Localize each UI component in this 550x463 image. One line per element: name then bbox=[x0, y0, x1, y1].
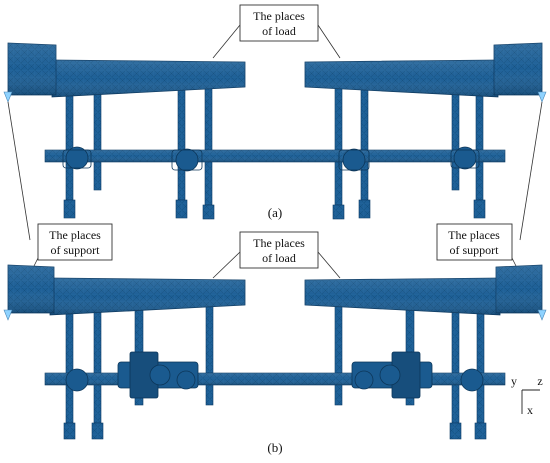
axis-z-label: z bbox=[537, 374, 542, 388]
panel-b-right-beam bbox=[304, 264, 543, 316]
joint bbox=[65, 146, 89, 170]
panel-a-load-label-line1: The places bbox=[253, 9, 305, 23]
panel-a-right-beam bbox=[304, 42, 543, 98]
panel-b-support-callout-right: The places of support bbox=[436, 223, 513, 261]
panel-a-load-label-line2: of load bbox=[262, 24, 296, 38]
joint bbox=[453, 146, 477, 170]
panel-a-load-callout: The places of load bbox=[212, 4, 341, 59]
panel-b-posts bbox=[63, 289, 487, 440]
panel-b-support-markers bbox=[3, 309, 547, 321]
axis-x-label: x bbox=[527, 403, 533, 417]
axis-y-label: y bbox=[511, 374, 517, 388]
support-marker bbox=[3, 309, 13, 321]
support-marker bbox=[537, 91, 547, 103]
panel-a-joints bbox=[62, 146, 480, 172]
joint bbox=[176, 370, 196, 390]
panel-b-support-left-line2: of support bbox=[51, 243, 101, 257]
panel-a-left-beam bbox=[7, 42, 246, 98]
joint bbox=[460, 368, 484, 392]
panel-b-load-callout: The places of load bbox=[212, 231, 341, 279]
panel-b-load-label-line2: of load bbox=[262, 251, 296, 265]
panel-b-support-right-line2: of support bbox=[450, 243, 500, 257]
panel-a: The places of load (a) bbox=[3, 4, 547, 220]
panel-a-support-markers bbox=[3, 91, 547, 103]
panel-b-joints bbox=[65, 351, 484, 399]
panel-a-caption: (a) bbox=[268, 205, 282, 220]
joint bbox=[379, 364, 401, 386]
joint bbox=[354, 370, 374, 390]
joint bbox=[65, 368, 89, 392]
support-marker bbox=[537, 309, 547, 321]
panel-b-shaft bbox=[44, 372, 506, 386]
panel-b: The places of support The places of load… bbox=[3, 223, 547, 455]
panel-b-load-label-line1: The places bbox=[253, 236, 305, 250]
panel-b-support-right-line1: The places bbox=[448, 228, 500, 242]
panel-b-support-left-line1: The places bbox=[49, 228, 101, 242]
support-marker bbox=[3, 91, 13, 103]
axes-triad: y z x bbox=[511, 374, 543, 417]
joint bbox=[149, 364, 171, 386]
panel-a-shaft bbox=[44, 149, 506, 163]
joint bbox=[342, 148, 366, 172]
panel-b-support-callout-left: The places of support bbox=[37, 223, 113, 261]
panel-b-left-beam bbox=[7, 264, 246, 316]
panel-b-caption: (b) bbox=[267, 440, 282, 455]
joint bbox=[175, 148, 199, 172]
